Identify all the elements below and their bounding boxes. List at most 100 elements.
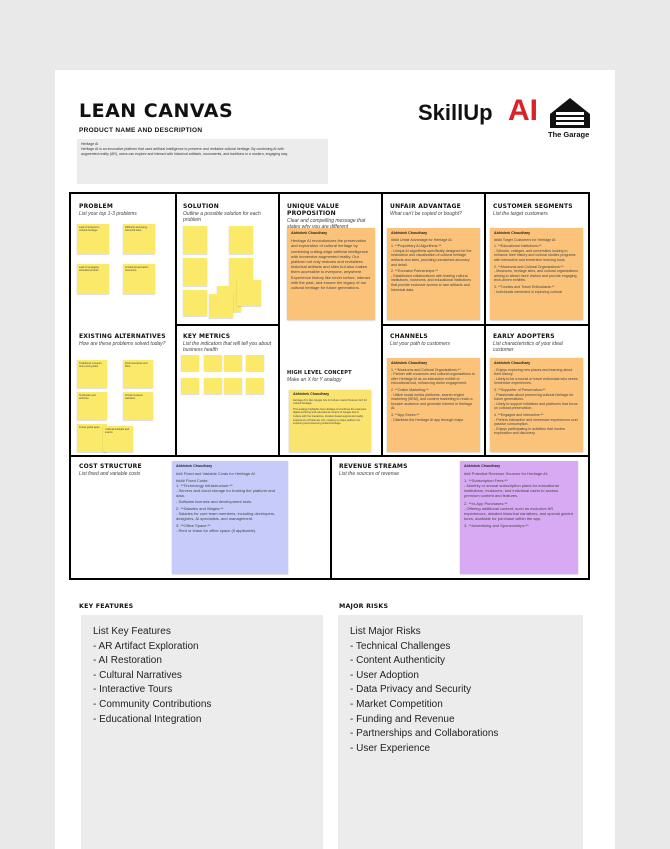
description-line: Heritage AI	[81, 142, 99, 146]
alternatives-sticky[interactable]: Traditional museum tours and guides	[77, 360, 107, 388]
key-features-item: - Cultural Narratives	[93, 669, 182, 681]
key-features-item: - Interactive Tours	[93, 684, 173, 696]
note-text: 4. **Engaged and Interactive:** - Prefer…	[494, 412, 578, 436]
note-text: 1. **Proprietary AI Algorithms:** - Uniq…	[391, 244, 472, 267]
page-subtitle: PRODUCT NAME AND DESCRIPTION	[79, 127, 203, 134]
key-features-item: List Key Features	[93, 626, 171, 637]
metrics-sticky[interactable]	[224, 355, 242, 371]
uvp-cell: UNIQUE VALUE PROPOSITION Clear and compe…	[283, 200, 381, 230]
unfair-advantage-cell: UNFAIR ADVANTAGE What can't be copied or…	[386, 200, 484, 230]
problem-sticky[interactable]: Limited preservation resources	[123, 264, 155, 294]
customer-segments-note[interactable]: Abhishek Choudhary #### Target Customers…	[490, 228, 583, 320]
note-text: 3. **Advertising and Sponsorships:**	[464, 522, 529, 528]
problem-cell: PROBLEM List your top 1-3 problems	[75, 200, 175, 325]
solution-sticky[interactable]	[229, 226, 253, 254]
solution-sticky[interactable]	[237, 280, 261, 306]
major-risks-item: - Market Competition	[350, 698, 443, 710]
major-risks-item: List Major Risks	[350, 626, 421, 637]
channels-cell: CHANNELS List your path to customers	[386, 330, 484, 360]
alternatives-sticky[interactable]: Virtual museum websites	[123, 392, 153, 420]
grid-divider	[278, 194, 280, 457]
lean-canvas-grid: PROBLEM List your top 1-3 problems Lack …	[69, 192, 590, 580]
uvp-title: UNIQUE VALUE PROPOSITION	[287, 203, 340, 217]
product-description-box[interactable]: Heritage AI Heritage AI is an innovative…	[77, 139, 328, 184]
customer-segments-subtitle: List the target customers	[493, 211, 548, 217]
alternatives-sticky[interactable]: Documentaries and films	[123, 360, 153, 388]
note-text: ### Potential Revenue Sources for Herita…	[464, 471, 549, 477]
note-text: 2. **Online Marketing:** - Utilize socia…	[391, 387, 473, 411]
note-author: Abhishek Choudhary	[293, 392, 330, 396]
alternatives-sticky[interactable]: Cultural festivals and events	[103, 426, 133, 452]
early-adopters-cell: EARLY ADOPTERS List characteristics of y…	[489, 330, 588, 360]
solution-subtitle: Outline a possible solution for each pro…	[183, 211, 261, 223]
solution-sticky[interactable]	[183, 258, 207, 286]
logo-skillup-text: SkillUp	[418, 100, 493, 125]
description-line: Heritage AI is an innovative platform th…	[81, 147, 284, 151]
problem-sticky[interactable]: Lack of interest in cultural heritage	[77, 224, 109, 254]
metrics-sticky[interactable]	[181, 355, 199, 371]
unfair-advantage-title: UNFAIR ADVANTAGE	[390, 203, 461, 210]
metrics-sticky[interactable]	[204, 378, 222, 394]
metrics-sticky[interactable]	[246, 378, 264, 394]
note-author: Abhishek Choudhary	[391, 231, 428, 235]
key-features-box[interactable]: List Key Features - AR Artifact Explorat…	[81, 615, 323, 849]
early-adopters-title: EARLY ADOPTERS	[493, 333, 555, 340]
solution-title: SOLUTION	[183, 203, 219, 210]
early-adopters-note[interactable]: Abhishek Choudhary - Enjoys exploring ne…	[490, 358, 583, 452]
key-features-item: - AR Artifact Exploration	[93, 640, 199, 652]
major-risks-item: - Partnerships and Collaborations	[350, 728, 499, 740]
unfair-advantage-note[interactable]: Abhishek Choudhary #### Unfair Advantage…	[387, 228, 480, 320]
problem-title: PROBLEM	[79, 203, 113, 210]
note-text: 1. **Museums and Cultural Organizations:…	[391, 367, 475, 386]
high-level-concept-cell: HIGH LEVEL CONCEPT Make an X for Y analo…	[283, 367, 381, 391]
note-text: Heritage AI revolutionizes the preservat…	[291, 238, 370, 291]
customer-segments-title: CUSTOMER SEGMENTS	[493, 203, 573, 210]
note-text: 1. **Educational Institutions:** - Schoo…	[494, 244, 576, 262]
channels-note[interactable]: Abhishek Choudhary 1. **Museums and Cult…	[387, 358, 480, 452]
note-text: - Enjoys exploring new places and learni…	[494, 367, 578, 386]
solution-sticky[interactable]	[183, 290, 207, 316]
key-features-item: - Educational Integration	[93, 713, 202, 725]
garage-icon	[550, 98, 590, 128]
metrics-sticky[interactable]	[181, 378, 199, 394]
note-text: 1. **Subscription Fees:** - Monthly or a…	[464, 478, 559, 499]
channels-subtitle: List your path to customers	[390, 341, 451, 347]
unfair-advantage-subtitle: What can't be copied or bought?	[390, 211, 462, 217]
cost-structure-subtitle: List fixed and variable costs	[79, 471, 141, 477]
note-author: Abhishek Choudhary	[391, 361, 428, 365]
high-level-concept-subtitle: Make an X for Y analogy	[287, 377, 342, 383]
high-level-concept-note[interactable]: Abhishek Choudhary Heritage AI is like G…	[289, 390, 371, 452]
note-text: 2. **In-App Purchases:** - Offering addi…	[464, 500, 573, 521]
metrics-sticky[interactable]	[224, 378, 242, 394]
major-risks-label: MAJOR RISKS	[339, 603, 389, 610]
solution-sticky[interactable]	[183, 226, 207, 254]
grid-divider	[71, 455, 588, 457]
note-author: Abhishek Choudhary	[494, 231, 531, 235]
note-text: ### Fixed and Variable Costs for Heritag…	[176, 471, 255, 477]
revenue-streams-note[interactable]: Abhishek Choudhary ### Potential Revenue…	[460, 461, 578, 574]
cost-structure-note[interactable]: Abhishek Choudhary ### Fixed and Variabl…	[172, 461, 288, 574]
existing-alternatives-cell: EXISTING ALTERNATIVES How are these prob…	[75, 330, 175, 360]
uvp-note[interactable]: Abhishek Choudhary Heritage AI revolutio…	[287, 228, 375, 320]
alternatives-sticky[interactable]: Travel guide apps	[77, 424, 107, 452]
problem-sticky[interactable]: Lack of engaging educational tools	[77, 264, 109, 294]
high-level-concept-title: HIGH LEVEL CONCEPT	[287, 370, 352, 376]
major-risks-box[interactable]: List Major Risks - Technical Challenges …	[338, 615, 583, 849]
problem-sticky[interactable]: Difficulty accessing historical sites	[123, 224, 155, 254]
note-author: Abhishek Choudhary	[464, 464, 501, 468]
key-features-item: - AI Restoration	[93, 655, 162, 667]
metrics-sticky[interactable]	[204, 355, 222, 371]
major-risks-item: - Funding and Revenue	[350, 713, 455, 725]
page-title: LEAN CANVAS	[79, 100, 234, 122]
major-risks-item: - Content Authenticity	[350, 655, 446, 667]
existing-alternatives-title: EXISTING ALTERNATIVES	[79, 333, 166, 340]
note-text: Heritage AI is like Google Arts & Cultur…	[293, 398, 367, 406]
solution-sticky[interactable]	[209, 294, 233, 318]
alternatives-sticky[interactable]: Textbooks and archives	[77, 392, 107, 420]
note-text: 2. **Salaries and Wages:** - Salaries fo…	[176, 505, 276, 521]
key-features-item: - Community Contributions	[93, 698, 212, 710]
note-text: 2. **Exclusive Partnerships:** - Establi…	[391, 269, 471, 292]
metrics-sticky[interactable]	[246, 355, 264, 371]
revenue-streams-cell: REVENUE STREAMS List the sources of reve…	[335, 460, 445, 490]
early-adopters-subtitle: List characteristics of your ideal custo…	[493, 341, 563, 353]
